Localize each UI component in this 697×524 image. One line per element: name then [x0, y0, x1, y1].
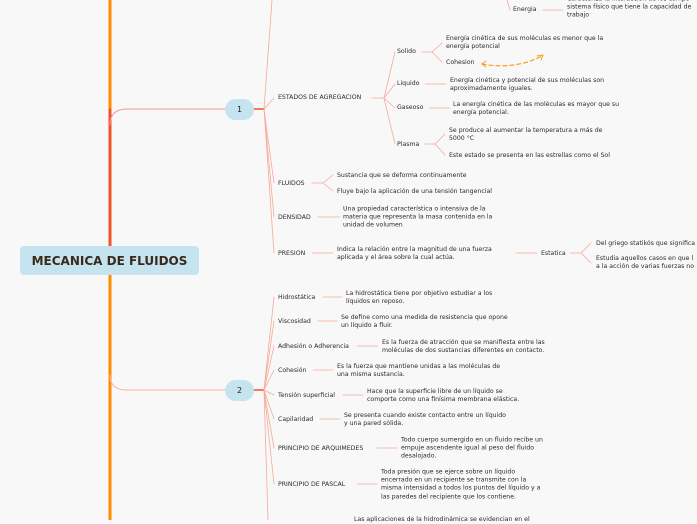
estatica-desc-2[interactable]: Estudia aquellos casos en que l a la acc… [596, 254, 695, 270]
capilaridad-node[interactable]: Capilaridad [278, 415, 314, 423]
branch-1-node[interactable]: 1 [225, 99, 254, 120]
branch-2-node[interactable]: 2 [225, 380, 254, 401]
hidrostatica-desc[interactable]: La hidrostática tiene por objetivo estud… [346, 289, 493, 305]
densidad-node[interactable]: DENSIDAD [278, 213, 311, 221]
cohesion-item-desc[interactable]: Es la fuerza que mantiene unidas a las m… [337, 362, 501, 378]
branch-1-label: 1 [236, 105, 243, 114]
tension-node[interactable]: Tensión superficial [278, 391, 336, 399]
capilaridad-desc[interactable]: Se presenta cuando existe contacto entre… [344, 411, 506, 427]
densidad-desc[interactable]: Una propiedad característica o intensiva… [343, 205, 493, 230]
viscosidad-node[interactable]: Viscosidad [278, 317, 311, 325]
plasma-desc-2[interactable]: Este estado se presenta en las estrellas… [449, 151, 610, 159]
presion-node[interactable]: PRESION [278, 249, 306, 257]
liquido-desc[interactable]: Energía cinética y potencial de sus molé… [450, 76, 605, 92]
viscosidad-desc[interactable]: Se define como una medida de resistencia… [341, 313, 508, 329]
root-title: MECANICA DE FLUIDOS [31, 253, 188, 268]
estatica-desc-1[interactable]: Del griego statikós que significa [596, 239, 696, 247]
branch-2-label: 2 [236, 386, 243, 395]
hidrostatica-node[interactable]: Hidrostática [278, 293, 316, 301]
estados-node[interactable]: ESTADOS DE AGREGACION [278, 93, 362, 101]
hidrodinamica-desc-partial[interactable]: Las aplicaciones de la hidrodinámica se … [354, 516, 530, 523]
tension-desc[interactable]: Hace que la superficie libre de un líqui… [367, 387, 520, 403]
fluidos-desc-1[interactable]: Sustancia que se deforma continuamente [337, 171, 467, 179]
presion-desc[interactable]: Indica la relación entre la magnitud de … [337, 245, 492, 261]
arquimedes-desc[interactable]: Todo cuerpo sumergido en un fluido recib… [401, 436, 543, 461]
energia-node[interactable]: Energia [513, 5, 537, 13]
pascal-desc[interactable]: Toda presión que se ejerce sobre un líqu… [381, 468, 541, 501]
energia-desc[interactable]: Caracteriza la interacción de los compo … [567, 0, 692, 20]
liquido-node[interactable]: Liquido [397, 79, 420, 87]
solido-node[interactable]: Solido [397, 47, 416, 55]
fluidos-desc-2[interactable]: Fluye bajo la aplicación de una tensión … [337, 187, 492, 195]
arquimedes-node[interactable]: PRINCIPIO DE ARQUIMEDES [278, 444, 364, 452]
plasma-desc-1[interactable]: Se produce al aumentar la temperatura a … [449, 126, 603, 142]
gaseoso-node[interactable]: Gaseoso [397, 103, 424, 111]
solido-desc[interactable]: Energía cinética de sus moléculas es men… [446, 34, 604, 50]
gaseoso-desc[interactable]: La energía cinética de las moléculas es … [453, 100, 620, 116]
plasma-node[interactable]: Plasma [397, 140, 420, 148]
adhesion-node[interactable]: Adhesión o Adherencia [278, 342, 349, 350]
adhesion-desc[interactable]: Es la fuerza de atracción que se manifie… [382, 338, 545, 354]
cohesion-item-node[interactable]: Cohesión [278, 366, 307, 374]
root-node[interactable]: MECANICA DE FLUIDOS [20, 246, 199, 275]
fluidos-node[interactable]: FLUIDOS [278, 179, 305, 187]
cohesion-node[interactable]: Cohesion [446, 58, 475, 66]
estatica-node[interactable]: Estatica [541, 249, 566, 257]
pascal-node[interactable]: PRINCIPIO DE PASCAL [278, 480, 346, 488]
